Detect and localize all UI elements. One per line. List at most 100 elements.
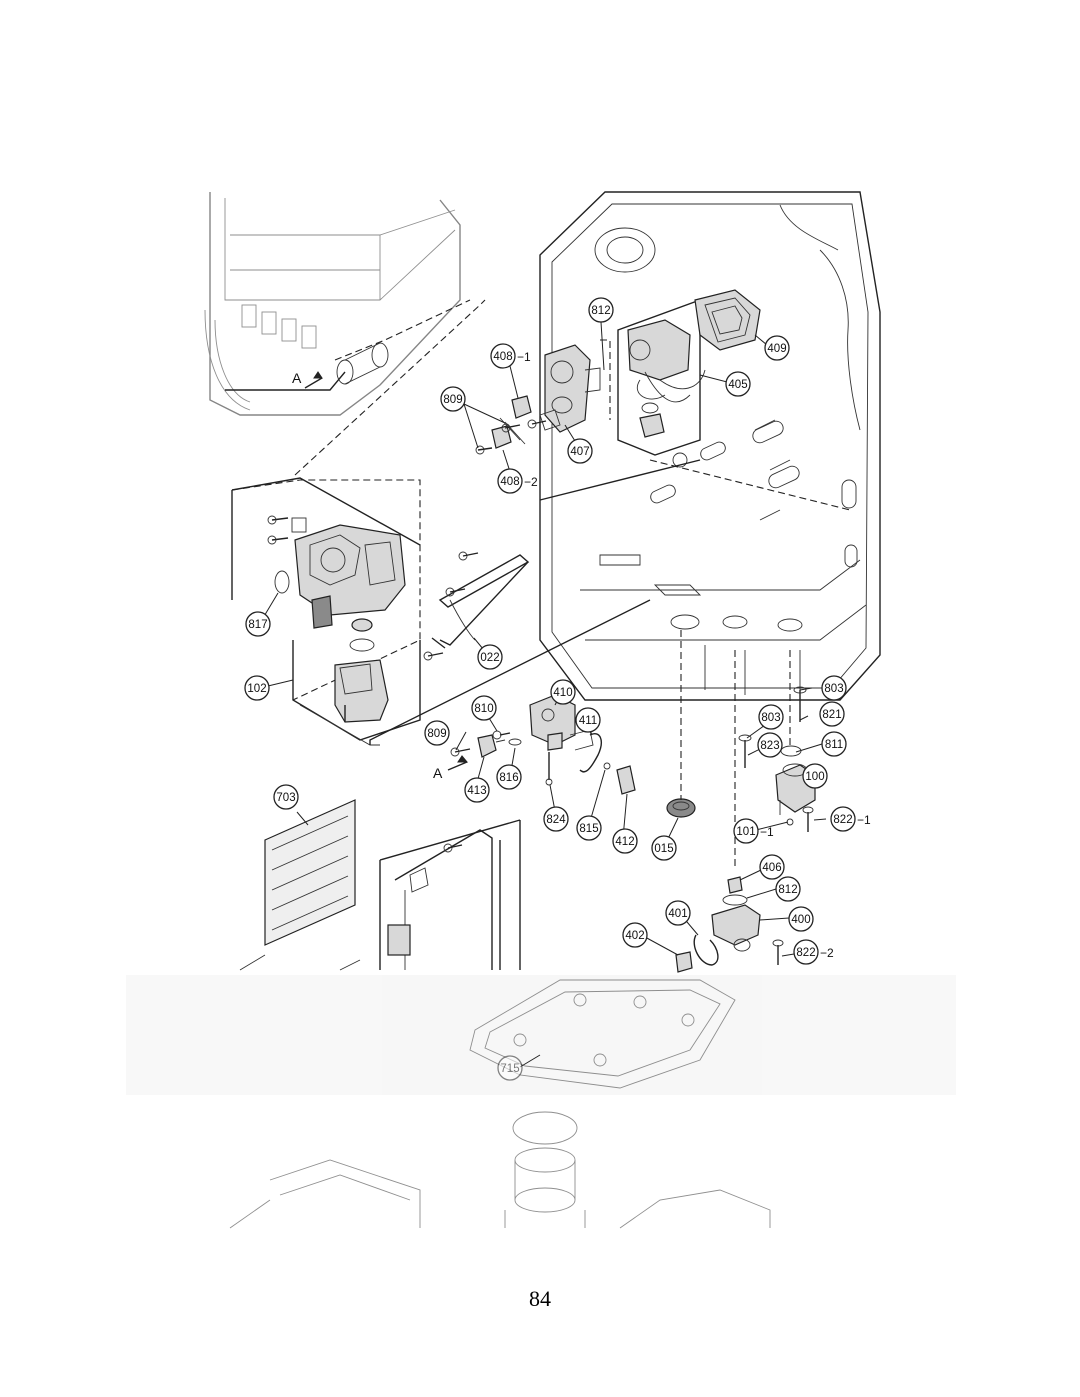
svg-text:810: 810 bbox=[474, 703, 493, 715]
part-411-clip bbox=[579, 733, 602, 773]
svg-text:803: 803 bbox=[824, 683, 843, 695]
svg-text:817: 817 bbox=[248, 619, 267, 631]
callout-102: 102 bbox=[244, 675, 270, 701]
oring-817 bbox=[274, 570, 290, 594]
parts-815-412 bbox=[603, 762, 636, 795]
svg-text:022: 022 bbox=[480, 652, 499, 664]
svg-text:411: 411 bbox=[579, 715, 597, 727]
callout-809-mid: 809 bbox=[424, 720, 450, 746]
svg-text:824: 824 bbox=[546, 814, 566, 826]
callout-817: 817 bbox=[245, 611, 271, 637]
callout-410: 410 bbox=[550, 679, 576, 705]
svg-text:−2: −2 bbox=[524, 475, 538, 489]
callout-703: 703 bbox=[273, 784, 299, 810]
callout-822-1: 822 −1 bbox=[830, 806, 871, 832]
svg-text:703: 703 bbox=[276, 792, 295, 804]
callout-803-a: 803 bbox=[821, 675, 847, 701]
svg-text:402: 402 bbox=[625, 930, 644, 942]
part-413-bracket bbox=[477, 734, 506, 758]
callout-812-top: 812 bbox=[588, 297, 614, 323]
inlet-pipe bbox=[225, 299, 471, 391]
part-015-seal bbox=[666, 630, 696, 818]
callout-809-top: 809 bbox=[440, 386, 466, 412]
part-408-clips bbox=[491, 395, 532, 449]
svg-text:405: 405 bbox=[728, 379, 747, 391]
callout-810: 810 bbox=[471, 695, 497, 721]
callout-100: 100 bbox=[802, 763, 828, 789]
callout-715: 715 bbox=[497, 1055, 523, 1081]
callout-405: 405 bbox=[725, 371, 751, 397]
callout-824: 824 bbox=[543, 806, 569, 832]
screws-102 bbox=[267, 515, 307, 545]
svg-text:715: 715 bbox=[500, 1063, 519, 1075]
screws-809-top bbox=[475, 419, 547, 455]
callout-812-bot: 812 bbox=[775, 876, 801, 902]
callout-811: 811 bbox=[821, 731, 847, 757]
svg-text:823: 823 bbox=[760, 740, 779, 752]
callout-101-1: 101 −1 bbox=[733, 818, 774, 844]
svg-text:412: 412 bbox=[615, 836, 634, 848]
callout-822-2: 822 −2 bbox=[793, 939, 834, 965]
callout-816: 816 bbox=[496, 764, 522, 790]
svg-text:812: 812 bbox=[778, 884, 797, 896]
screws-803-821-823 bbox=[734, 650, 814, 870]
callout-409: 409 bbox=[764, 335, 790, 361]
svg-text:803: 803 bbox=[761, 712, 780, 724]
part-406-812-400 bbox=[711, 876, 784, 965]
svg-text:821: 821 bbox=[822, 709, 841, 721]
callout-400: 400 bbox=[788, 906, 814, 932]
svg-text:−1: −1 bbox=[857, 813, 871, 827]
callout-401: 401 bbox=[665, 900, 691, 926]
parts-810-816 bbox=[450, 730, 553, 786]
callouts: 812 408−1 409 809 405 407 408−2 817 022 … bbox=[244, 297, 871, 1081]
svg-text:408: 408 bbox=[500, 476, 519, 488]
part-703-panel bbox=[264, 799, 356, 946]
svg-text:809: 809 bbox=[443, 394, 462, 406]
faded-lower-section bbox=[126, 975, 956, 1229]
controller-bracket bbox=[239, 829, 493, 971]
svg-text:400: 400 bbox=[791, 914, 810, 926]
svg-text:812: 812 bbox=[591, 305, 610, 317]
callout-821: 821 bbox=[819, 701, 845, 727]
callout-022: 022 bbox=[477, 644, 503, 670]
callout-411: 411 bbox=[575, 707, 601, 733]
part-102-gas-valve bbox=[294, 524, 406, 723]
svg-text:102: 102 bbox=[247, 683, 266, 695]
part-401-402 bbox=[675, 934, 719, 973]
callout-803-b: 803 bbox=[758, 704, 784, 730]
callout-408-1: 408−1 bbox=[490, 343, 531, 369]
part-405-solenoid bbox=[627, 319, 706, 438]
svg-text:811: 811 bbox=[825, 739, 843, 751]
svg-text:410: 410 bbox=[553, 687, 572, 699]
svg-text:408: 408 bbox=[493, 351, 512, 363]
callout-413: 413 bbox=[464, 777, 490, 803]
callout-823: 823 bbox=[757, 732, 783, 758]
svg-text:413: 413 bbox=[467, 785, 486, 797]
view-arrow-a-mid: A bbox=[433, 755, 469, 781]
part-409-connector bbox=[694, 289, 761, 351]
heat-exchanger bbox=[204, 192, 461, 416]
part-407-valve bbox=[539, 344, 601, 433]
svg-text:815: 815 bbox=[579, 823, 598, 835]
callout-815: 815 bbox=[576, 815, 602, 841]
callout-408-2: 408 −2 bbox=[497, 468, 538, 494]
svg-text:−1: −1 bbox=[760, 825, 774, 839]
callout-015: 015 bbox=[651, 835, 677, 861]
svg-text:407: 407 bbox=[570, 446, 589, 458]
svg-text:101: 101 bbox=[736, 826, 755, 838]
page-number: 84 bbox=[529, 1286, 551, 1311]
svg-text:409: 409 bbox=[767, 343, 786, 355]
svg-text:A: A bbox=[292, 370, 302, 386]
svg-text:401: 401 bbox=[668, 908, 687, 920]
group-boxes bbox=[231, 298, 851, 970]
svg-text:822: 822 bbox=[833, 814, 852, 826]
svg-text:100: 100 bbox=[805, 771, 824, 783]
view-arrow-a-top: A bbox=[292, 370, 323, 389]
svg-text:816: 816 bbox=[499, 772, 518, 784]
callout-406: 406 bbox=[759, 854, 785, 880]
svg-text:406: 406 bbox=[762, 862, 781, 874]
part-022-bracket bbox=[423, 551, 530, 661]
svg-text:822: 822 bbox=[796, 947, 815, 959]
svg-text:−2: −2 bbox=[820, 946, 834, 960]
